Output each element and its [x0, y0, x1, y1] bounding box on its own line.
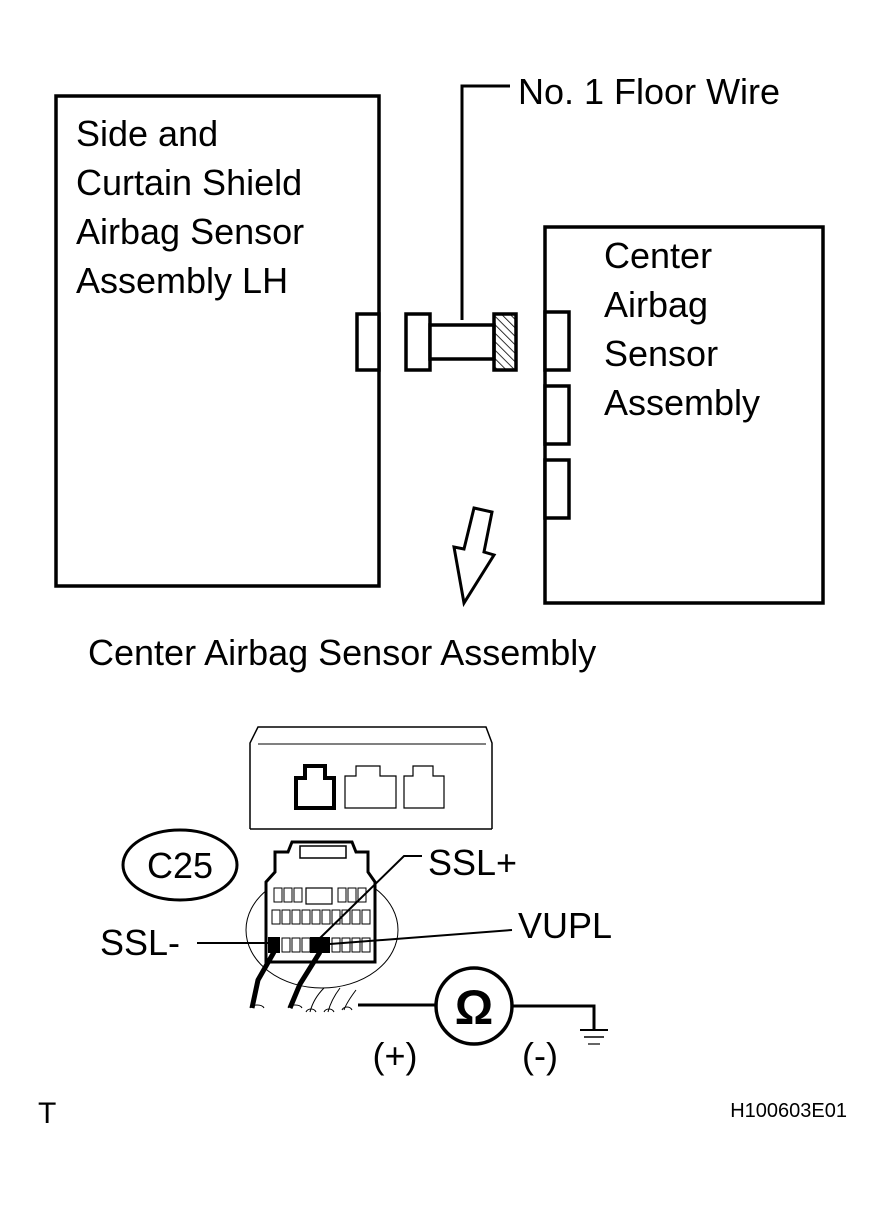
- left-sensor-assembly: Side and Curtain Shield Airbag Sensor As…: [54, 94, 381, 588]
- down-arrow-icon: [452, 506, 497, 608]
- terminal-callouts: SSL+ SSL- VUPL: [100, 842, 612, 963]
- center-sensor-assembly: Center Airbag Sensor Assembly: [543, 225, 825, 605]
- terminal-label-ssl-plus: SSL+: [428, 842, 517, 883]
- connector-code-badge: C25: [121, 828, 239, 902]
- center-unit-connector-2: [543, 384, 571, 446]
- left-unit-connector: [355, 312, 381, 372]
- center-unit-label-line-4: Assembly: [604, 382, 760, 423]
- left-unit-label-line-1: Side and: [76, 113, 218, 154]
- connector-code: C25: [147, 845, 213, 886]
- corner-mark: T: [38, 1097, 56, 1130]
- connector-socket-highlighted: [294, 764, 336, 810]
- center-unit-label-line-1: Center: [604, 235, 712, 276]
- center-unit-connector-1: [543, 310, 571, 372]
- ground-icon: [580, 1029, 608, 1045]
- floor-wire: No. 1 Floor Wire: [404, 71, 780, 372]
- left-unit-label-line-2: Curtain Shield: [76, 162, 302, 203]
- connector-socket-2: [344, 765, 397, 809]
- figure-id: H100603E01: [730, 1100, 847, 1122]
- wire-harness: [428, 323, 496, 361]
- harness-connector-c25: [245, 840, 399, 989]
- polarity-positive: (+): [373, 1035, 418, 1076]
- terminal-label-vupl: VUPL: [518, 905, 612, 946]
- ohmmeter: Ω: [434, 966, 608, 1046]
- left-unit-label-line-4: Assembly LH: [76, 260, 288, 301]
- wire-connector-left: [404, 312, 432, 372]
- test-leads: [249, 950, 436, 1013]
- floor-wire-label: No. 1 Floor Wire: [518, 71, 780, 112]
- terminal-label-ssl-minus: SSL-: [100, 922, 180, 963]
- terminal-ssl-plus-vupl: [310, 937, 330, 953]
- terminal-ssl-minus: [268, 937, 280, 953]
- sensor-connector-face: [249, 726, 493, 830]
- center-unit-label-line-3: Sensor: [604, 333, 718, 374]
- center-unit-label-line-2: Airbag: [604, 284, 708, 325]
- detail-title: Center Airbag Sensor Assembly: [88, 632, 596, 673]
- left-unit-label-line-3: Airbag Sensor: [76, 211, 304, 252]
- polarity-negative: (-): [522, 1035, 558, 1076]
- connector-socket-3: [403, 765, 445, 809]
- ohm-symbol-icon: Ω: [455, 982, 493, 1035]
- center-unit-connector-3: [543, 458, 571, 520]
- wire-connector-right: [492, 312, 518, 372]
